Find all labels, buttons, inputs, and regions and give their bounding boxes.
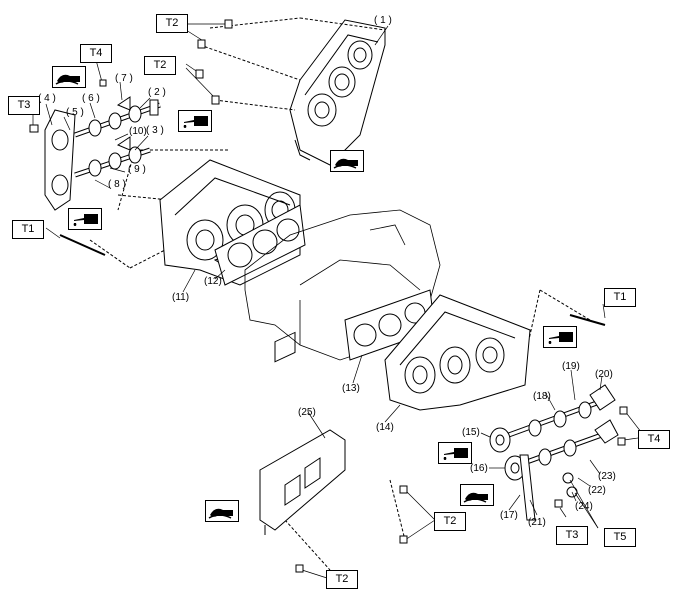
sealant-tube-icon (52, 66, 86, 88)
oil-can-icon (178, 110, 212, 132)
torque-box-t2-upper: T2 (144, 56, 176, 75)
torque-box-t2-bottom: T2 (326, 570, 358, 589)
part-label-10: (10) (129, 126, 147, 137)
torque-box-t3-left: T3 (8, 96, 40, 115)
part-label-5: ( 5 ) (66, 107, 84, 118)
sealant-tube-icon (460, 484, 494, 506)
torque-box-t1-right: T1 (604, 288, 636, 307)
guide-lines (89, 17, 591, 571)
torque-box-t2-right: T2 (434, 512, 466, 531)
part-label-23: (23) (598, 471, 616, 482)
part-label-18: (18) (533, 391, 551, 402)
torque-box-t5: T5 (604, 528, 636, 547)
left-camshaft-assembly (44, 96, 161, 211)
torque-box-t4-left: T4 (80, 44, 112, 63)
part-label-24: (24) (575, 501, 593, 512)
part-label-8: ( 8 ) (108, 179, 126, 190)
part-label-17: (17) (500, 510, 518, 521)
part-label-12: (12) (204, 276, 222, 287)
part-label-13: (13) (342, 383, 360, 394)
oil-can-icon (438, 442, 472, 464)
cam-carrier-top (289, 19, 386, 166)
part-label-14: (14) (376, 422, 394, 433)
part-label-6: ( 6 ) (82, 93, 100, 104)
torque-box-t4-right: T4 (638, 430, 670, 449)
part-label-1: ( 1 ) (374, 15, 392, 26)
part-label-15: (15) (462, 427, 480, 438)
sealant-tube-icon (330, 150, 364, 172)
oil-can-icon (543, 326, 577, 348)
right-camshaft-assembly (489, 384, 619, 521)
oil-can-icon (68, 208, 102, 230)
torque-box-t1-left: T1 (12, 220, 44, 239)
part-label-19: (19) (562, 361, 580, 372)
torque-box-t2-top: T2 (156, 14, 188, 33)
bolts (29, 19, 628, 573)
part-label-9: ( 9 ) (128, 164, 146, 175)
torque-leaders (32, 23, 646, 579)
leader-lines (45, 25, 603, 516)
part-label-22: (22) (588, 485, 606, 496)
part-label-7: ( 7 ) (115, 73, 133, 84)
part-label-25: (25) (298, 407, 316, 418)
part-label-16: (16) (470, 463, 488, 474)
right-cylinder-head (384, 294, 531, 411)
sealant-tube-icon (205, 500, 239, 522)
part-label-2: ( 2 ) (148, 87, 166, 98)
part-label-3: ( 3 ) (146, 125, 164, 136)
part-label-11: (11) (172, 292, 190, 303)
part-label-20: (20) (595, 369, 613, 380)
part-label-4: ( 4 ) (38, 93, 56, 104)
cam-carrier-bottom (259, 331, 346, 535)
part-label-21: (21) (528, 517, 546, 528)
torque-box-t3-right: T3 (556, 526, 588, 545)
